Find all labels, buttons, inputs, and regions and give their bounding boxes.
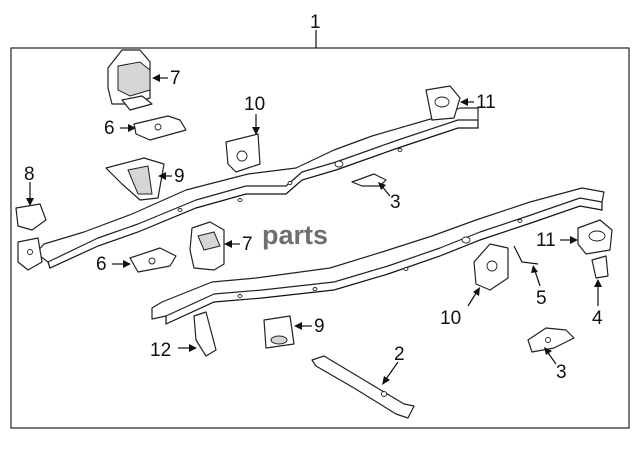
bracket-3-lower bbox=[527, 327, 575, 353]
callout-12: 12 bbox=[150, 340, 171, 361]
callout-4: 4 bbox=[592, 308, 603, 329]
crossmember-bracket-9-lower bbox=[263, 315, 295, 349]
callout-leaders bbox=[26, 30, 602, 385]
callout-11-lower: 11 bbox=[536, 230, 556, 251]
callout-2: 2 bbox=[394, 344, 405, 365]
callout-6-lower: 6 bbox=[96, 254, 107, 275]
callout-11-upper: 11 bbox=[476, 92, 496, 113]
callout-9-upper: 9 bbox=[174, 166, 185, 187]
body-mount-11-lower bbox=[577, 219, 613, 255]
crossmember-bracket-9-upper bbox=[105, 157, 165, 201]
callout-10-lower: 10 bbox=[440, 308, 461, 329]
callout-7-lower: 7 bbox=[242, 234, 253, 255]
bracket-10-upper bbox=[225, 133, 261, 173]
mount-bracket-7-lower bbox=[189, 221, 225, 271]
bracket-8 bbox=[15, 203, 47, 271]
callout-8: 8 bbox=[24, 164, 35, 185]
mount-bracket-7-upper bbox=[107, 49, 153, 111]
frame-rail-lower bbox=[151, 187, 605, 325]
bracket-12 bbox=[193, 311, 217, 357]
callout-3-upper: 3 bbox=[390, 192, 401, 213]
callout-5: 5 bbox=[536, 288, 547, 309]
frame-rail-upper bbox=[35, 107, 479, 269]
callout-9-lower: 9 bbox=[314, 316, 325, 337]
crossmember-2 bbox=[311, 355, 415, 419]
rod-5 bbox=[513, 245, 539, 265]
callout-6-upper: 6 bbox=[104, 118, 115, 139]
callout-labels: 1 2 3 3 4 5 6 6 7 7 8 9 9 10 10 11 11 12 bbox=[24, 12, 603, 383]
watermark-text: parts bbox=[262, 220, 328, 250]
bracket-10-lower bbox=[473, 243, 509, 291]
bracket-6-lower bbox=[129, 247, 177, 273]
callout-7-upper: 7 bbox=[170, 68, 181, 89]
callout-1: 1 bbox=[310, 12, 321, 33]
bracket-3-upper bbox=[351, 173, 387, 187]
bracket-6-upper bbox=[133, 115, 187, 141]
body-mount-11-upper bbox=[425, 85, 461, 121]
callout-3-lower: 3 bbox=[556, 362, 567, 383]
diagram-border bbox=[10, 47, 630, 429]
clip-4 bbox=[591, 255, 609, 279]
callout-10-upper: 10 bbox=[244, 94, 265, 115]
